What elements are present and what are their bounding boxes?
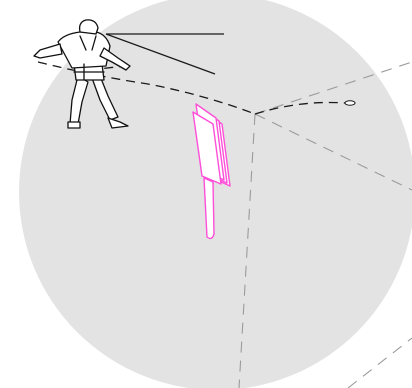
- spotlight-circle: [19, 0, 412, 388]
- solid-line-diagonal: [105, 33, 216, 75]
- figure-head: [78, 19, 99, 35]
- figure-torso: [57, 31, 111, 69]
- perspective-guides: [238, 61, 412, 388]
- line-of-sight-solid: [105, 33, 224, 75]
- figure-left-arm: [33, 43, 63, 59]
- paddle-sign-icon: [192, 103, 231, 240]
- guide-upper-right: [254, 61, 412, 115]
- sightline-to-corner: [37, 61, 256, 115]
- guide-vertical-corner: [238, 113, 256, 388]
- target-marker-icon: [344, 100, 356, 106]
- sign-board: [192, 111, 222, 185]
- figure-right-shoe: [107, 117, 129, 129]
- figure-left-shoe: [67, 121, 81, 129]
- guide-lower-right: [254, 113, 412, 191]
- guide-bottom-right: [347, 337, 412, 388]
- sign-handle: [203, 177, 215, 240]
- figure-right-arm: [99, 47, 131, 71]
- sightline-to-target: [254, 101, 346, 115]
- person-pointing-icon: [33, 19, 131, 129]
- figure-details: [73, 35, 105, 81]
